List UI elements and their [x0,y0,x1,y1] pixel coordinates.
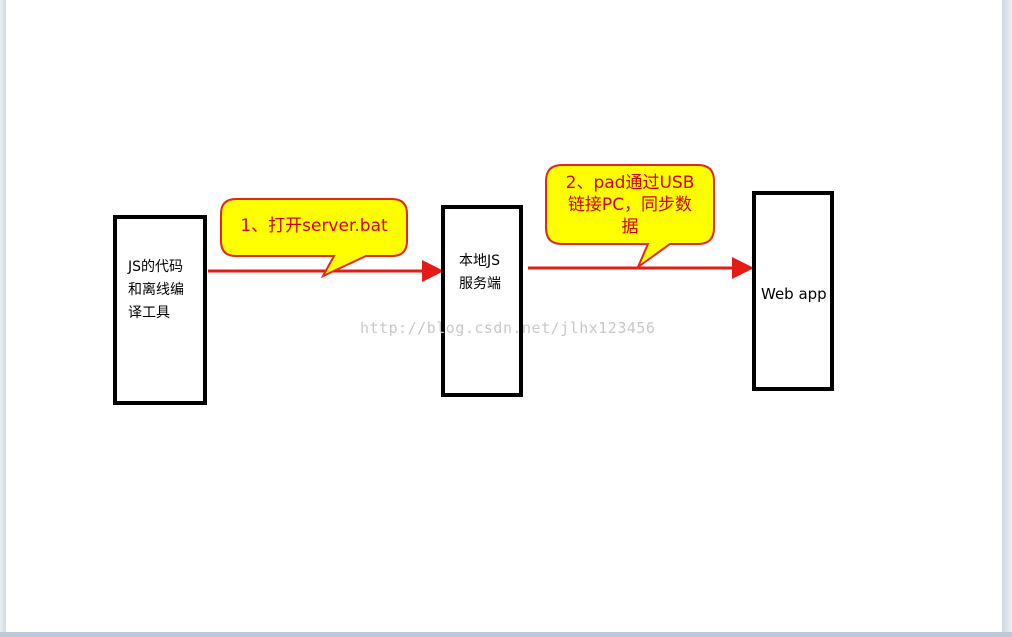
node-web-app-label: Web app [761,285,827,303]
watermark-text: http://blog.csdn.net/jlhx123456 [360,319,656,337]
node-compiler-box [113,215,207,405]
callout-step-2-text: 2、pad通过USB 链接PC，同步数 据 [565,173,695,237]
arrow-compiler-to-server-head [422,260,444,282]
arrow-server-to-webapp-head [732,257,754,279]
callout-step-1-bubble [220,198,408,279]
callout-step-2-bubble [545,164,715,270]
node-local-server-box [441,205,523,397]
node-local-server-label: 本地JS 服务端 [459,253,501,292]
window-frame-right [1002,0,1012,637]
window-frame-left [0,0,6,637]
node-compiler-label: JS的代码 和离线编 译工具 [128,259,184,321]
callout-step-1-text: 1、打开server.bat [240,216,388,236]
window-frame-bottom [0,632,1012,637]
node-web-app-box [752,191,834,391]
